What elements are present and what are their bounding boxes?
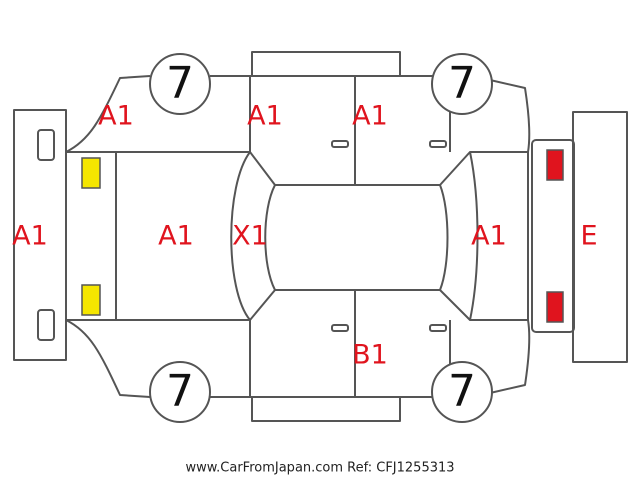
car-body-outline: [65, 151, 529, 321]
code-tailgate: A1: [471, 221, 507, 252]
tyre-front-left-rating: 7: [166, 58, 194, 109]
rear-lamp-top: [546, 149, 564, 181]
code-rear-bumper: E: [580, 221, 597, 252]
reference-footer: www.CarFromJapan.com Ref: CFJ1255313: [185, 461, 454, 476]
front-bumper: [13, 109, 67, 361]
code-left-front-fender: A1: [98, 101, 134, 132]
tyre-rear-left-rating: 7: [166, 366, 194, 417]
tyre-rear-right: 7: [431, 361, 493, 423]
tyre-front-right: 7: [431, 53, 493, 115]
front-lamp-top: [81, 157, 101, 189]
front-lamp-bottom: [81, 284, 101, 316]
code-roof: X1: [232, 221, 268, 252]
lower-side-profile: [65, 290, 531, 422]
tyre-rear-right-rating: 7: [448, 366, 476, 417]
code-front-bumper: A1: [12, 221, 48, 252]
rear-bumper: [531, 111, 628, 363]
tyre-front-right-rating: 7: [448, 58, 476, 109]
upper-side-profile: [65, 51, 531, 185]
code-bonnet: A1: [158, 221, 194, 252]
rear-lamp-bottom: [546, 291, 564, 323]
code-left-rear-door: A1: [352, 101, 388, 132]
tyre-rear-left: 7: [149, 361, 211, 423]
tyre-front-left: 7: [149, 53, 211, 115]
code-left-front-door: A1: [247, 101, 283, 132]
code-right-rear-door: B1: [352, 340, 388, 371]
